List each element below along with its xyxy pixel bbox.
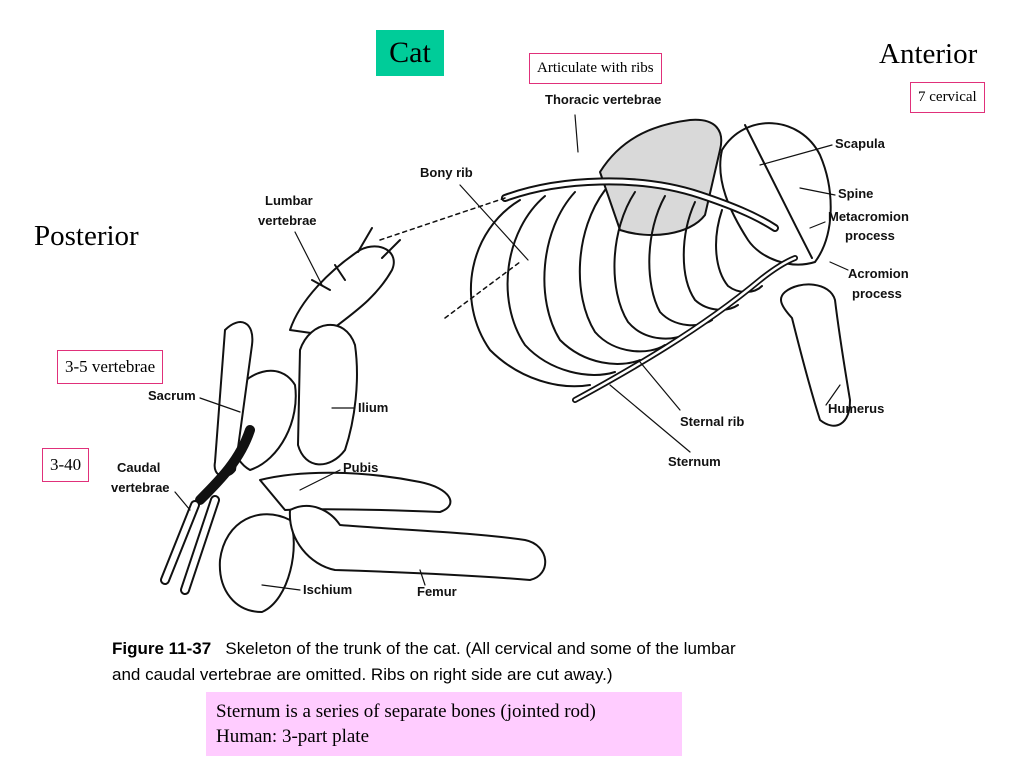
rib-1 — [469, 199, 591, 388]
label-ischium: Ischium — [303, 582, 352, 597]
label-thoracic-vertebrae: Thoracic vertebrae — [545, 92, 661, 107]
sacral-count-callout: 3-5 vertebrae — [57, 350, 164, 384]
thoracic-spines — [599, 118, 723, 236]
humerus-bone — [779, 283, 851, 427]
label-metacromion: Metacromion — [828, 209, 909, 224]
title-box: Cat — [376, 30, 444, 76]
rib-5 — [613, 191, 691, 340]
articulate-ribs-callout: Articulate with ribs — [529, 53, 662, 84]
rib-4 — [578, 189, 666, 353]
anterior-label: Anterior — [879, 38, 978, 70]
pubis-bone — [259, 471, 452, 513]
label-humerus: Humerus — [828, 401, 884, 416]
left-ilium-wing — [213, 321, 254, 478]
label-acromion-process: process — [852, 286, 902, 301]
label-acromion: Acromion — [848, 266, 909, 281]
title: Cat — [389, 36, 431, 69]
label-scapula: Scapula — [835, 136, 886, 151]
caption-number: Figure 11-37 — [112, 639, 212, 658]
label-sternal-rib: Sternal rib — [680, 414, 744, 429]
articulate-ribs-text: Articulate with ribs — [537, 60, 654, 76]
label-bony-rib: Bony rib — [420, 165, 473, 180]
caption-line-2: and caudal vertebrae are omitted. Ribs o… — [112, 665, 613, 684]
rib-8 — [715, 209, 763, 293]
cervical-callout: 7 cervical — [910, 82, 985, 113]
cervical-text: 7 cervical — [918, 89, 977, 105]
note-line-1: Sternum is a series of separate bones (j… — [216, 701, 596, 722]
note-line-2: Human: 3-part plate — [216, 726, 370, 747]
figure-caption: Figure 11-37 Skeleton of the trunk of th… — [112, 636, 972, 688]
label-metacromion-process: process — [845, 228, 895, 243]
femur-bone — [288, 505, 547, 581]
rib-6 — [648, 195, 713, 327]
label-lumbar: Lumbar — [265, 193, 313, 208]
rib-2 — [506, 195, 616, 376]
label-caudal-vertebrae: vertebrae — [111, 480, 170, 495]
sternum-note: Sternum is a series of separate bones (j… — [206, 692, 682, 756]
caption-line-1: Skeleton of the trunk of the cat. (All c… — [225, 639, 736, 658]
label-sacrum: Sacrum — [148, 388, 196, 403]
ischium-bone — [218, 513, 295, 613]
omitted-vertebrae-dash — [379, 197, 521, 319]
label-lumbar-vertebrae: vertebrae — [258, 213, 317, 228]
label-spine: Spine — [838, 186, 873, 201]
rib-3 — [543, 191, 641, 365]
sacral-count-text: 3-5 vertebrae — [65, 357, 156, 376]
label-femur: Femur — [417, 584, 457, 599]
label-ilium: Ilium — [358, 400, 388, 415]
lumbar-vertebrae — [289, 245, 395, 336]
label-sternum: Sternum — [668, 454, 721, 469]
posterior-label: Posterior — [34, 220, 139, 252]
label-pubis: Pubis — [343, 460, 378, 475]
label-caudal: Caudal — [117, 460, 160, 475]
caudal-count-callout: 3-40 — [42, 448, 90, 482]
caudal-count-text: 3-40 — [50, 455, 82, 474]
scapula-bone — [719, 122, 832, 266]
ilium-bone — [297, 324, 358, 466]
